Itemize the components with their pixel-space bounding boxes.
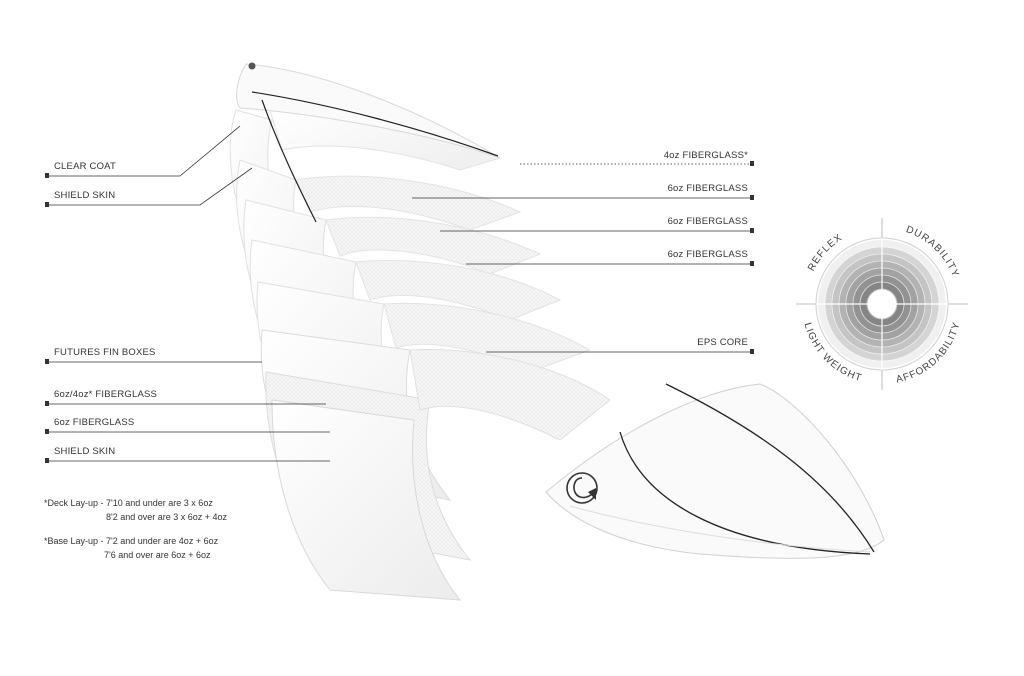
label-eps-core: EPS CORE (697, 337, 748, 348)
base-layup-line-1: *Base Lay-up - 7'2 and under are 4oz + 6… (44, 536, 219, 546)
base-layup-line-2: 7'6 and over are 6oz + 6oz (104, 550, 211, 560)
left-leader-lines (48, 125, 330, 462)
tail-stringer (665, 383, 875, 553)
fiberglass-sheets (269, 108, 611, 441)
deck-layup-line-1: *Deck Lay-up - 7'10 and under are 3 x 6o… (44, 498, 213, 508)
tail-center-line (569, 505, 871, 553)
label-4oz-fiberglass: 4oz FIBERGLASS* (663, 150, 748, 161)
layer-shield-skin-bottom (271, 399, 462, 601)
sheet-6oz-3 (355, 260, 562, 321)
label-clear-coat: CLEAR COAT (54, 161, 117, 172)
rating-wheel (796, 218, 968, 390)
label-6oz-fiberglass-3: 6oz FIBERGLASS (667, 249, 748, 260)
stringer-center (261, 99, 317, 223)
sheet-6oz-1 (295, 175, 522, 231)
label-shield-skin-bottom: SHIELD SKIN (54, 446, 116, 457)
leader-clear-coat (48, 125, 241, 177)
sheet-6oz-2 (325, 216, 542, 275)
label-6oz-fiberglass-bottom: 6oz FIBERGLASS (54, 417, 135, 428)
left-leader-markers (45, 173, 49, 463)
right-leader-markers (750, 161, 754, 354)
label-6oz-fiberglass-2: 6oz FIBERGLASS (667, 216, 748, 227)
board-tail (545, 383, 885, 559)
brand-logo-icon (566, 472, 598, 504)
leash-plug-icon (248, 62, 256, 70)
sheet-core-top (383, 302, 592, 373)
label-6oz-fiberglass-1: 6oz FIBERGLASS (667, 183, 748, 194)
label-6oz-4oz-fiberglass: 6oz/4oz* FIBERGLASS (54, 389, 158, 400)
layer-stack (229, 109, 472, 601)
right-leader-lines (412, 163, 752, 353)
sheet-core (409, 349, 611, 441)
deck-layup-note: *Deck Lay-up - 7'10 and under are 3 x 6o… (44, 496, 227, 524)
stringer-top (251, 91, 499, 157)
label-futures-fin-boxes: FUTURES FIN BOXES (54, 347, 156, 358)
base-layup-note: *Base Lay-up - 7'2 and under are 4oz + 6… (44, 534, 218, 562)
deck-nose (236, 62, 501, 223)
tail-rail-line (619, 431, 871, 555)
deck-layup-line-2: 8'2 and over are 3 x 6oz + 4oz (106, 512, 228, 522)
leader-shield-skin-top (48, 167, 253, 206)
label-shield-skin-top: SHIELD SKIN (54, 190, 116, 201)
